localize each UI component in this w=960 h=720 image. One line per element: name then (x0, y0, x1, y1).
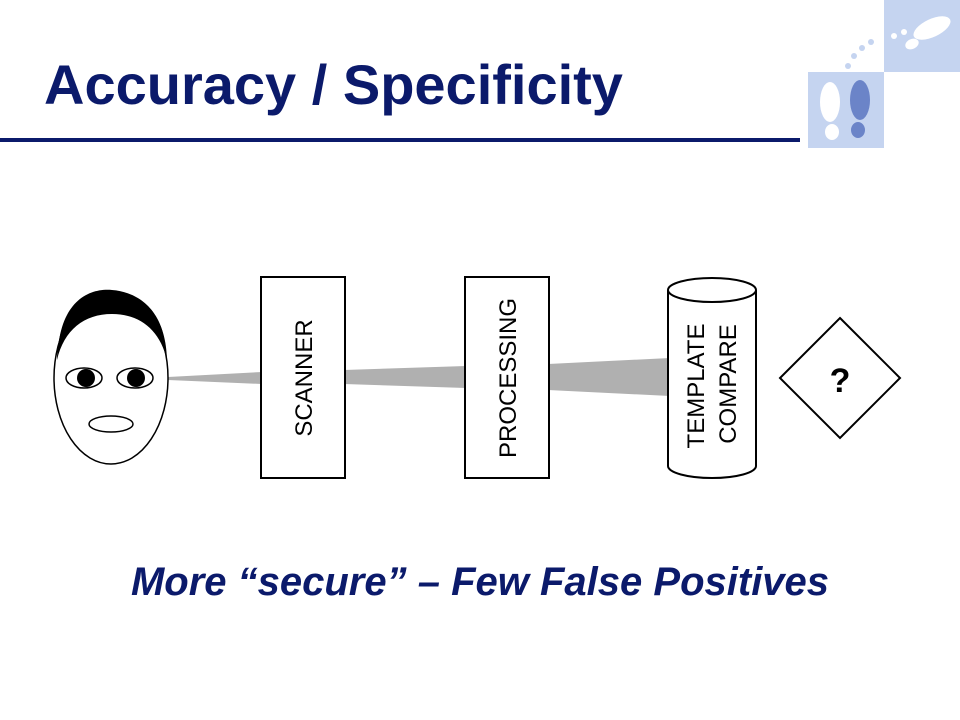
template-label: TEMPLATE (683, 324, 710, 449)
signal-beam-2 (344, 366, 466, 388)
logo-square-bottom (808, 72, 884, 148)
slide-title: Accuracy / Specificity (44, 53, 623, 116)
mouth (88, 415, 134, 433)
signal-beam (168, 372, 262, 384)
template-compare-cylinder (667, 277, 757, 479)
foot-print-left (820, 82, 840, 140)
face-icon (53, 289, 169, 465)
decision-label: ? (830, 362, 851, 400)
face-hair-top (57, 292, 167, 360)
right-pupil (127, 369, 145, 387)
foot-print-right (850, 80, 870, 138)
processing-box (464, 276, 550, 479)
left-pupil (77, 369, 95, 387)
compare-label: COMPARE (715, 324, 742, 444)
face-outline (53, 291, 169, 465)
scanner-label: SCANNER (291, 319, 318, 436)
shoe-print-top (905, 16, 951, 50)
title-underline (0, 138, 800, 142)
processing-label: PROCESSING (495, 298, 522, 458)
signal-beam-3 (548, 358, 670, 396)
decision-diamond (778, 316, 902, 440)
footprints-icon (808, 0, 960, 148)
slide-caption: More “secure” – Few False Positives (130, 560, 830, 604)
scanner-box (260, 276, 346, 479)
